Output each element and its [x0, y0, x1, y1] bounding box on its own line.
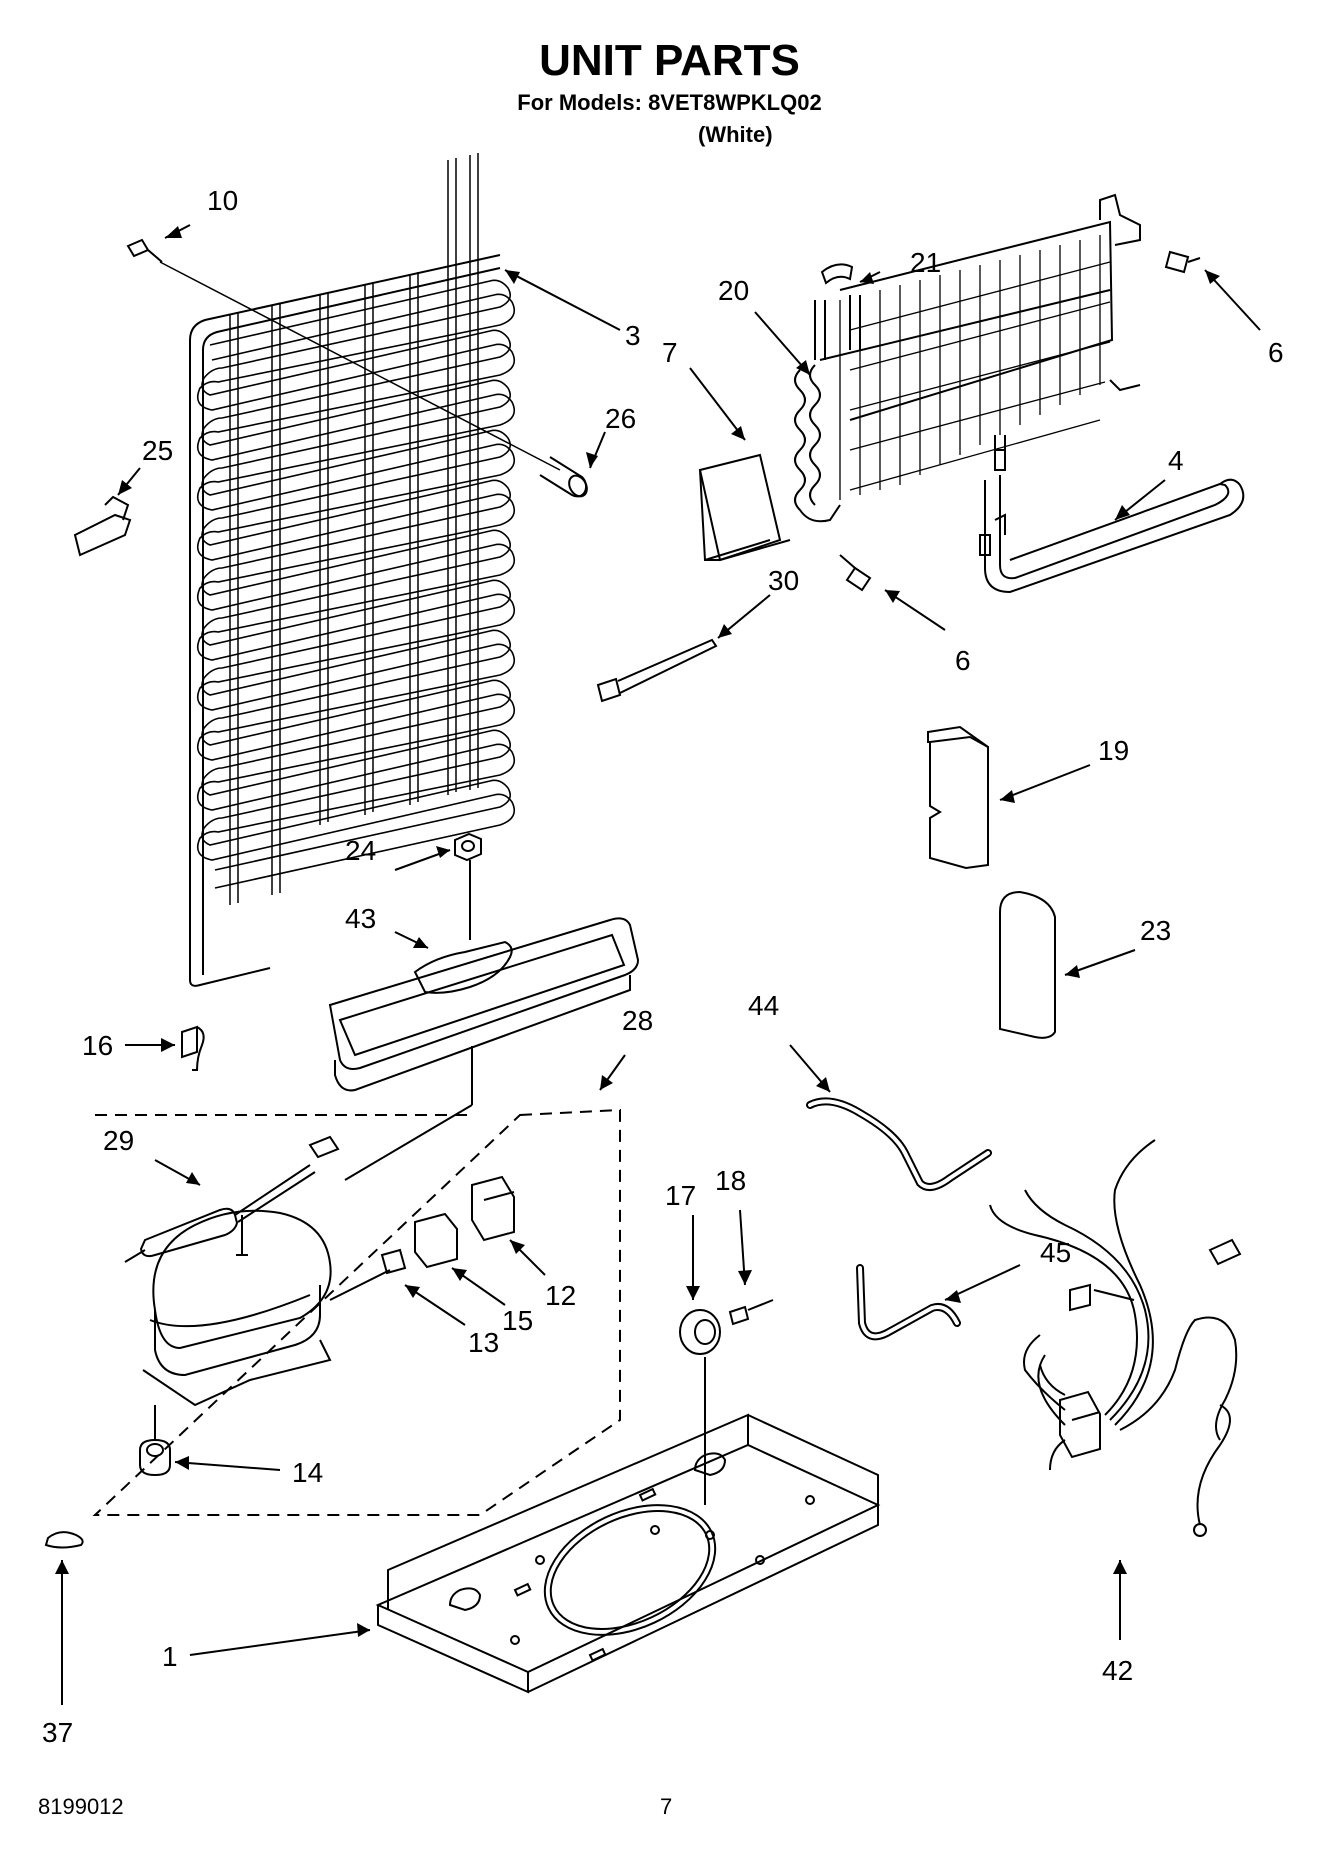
grommet-26	[539, 456, 588, 498]
filter-drier-29	[124, 1135, 340, 1263]
callout-3: 3	[625, 320, 641, 351]
grommet-14	[139, 1405, 171, 1477]
callout-21: 21	[910, 247, 941, 278]
model-variant: (White)	[698, 122, 773, 147]
document-number: 8199012	[38, 1794, 124, 1819]
callout-23: 23	[1140, 915, 1171, 946]
callout-17: 17	[665, 1180, 696, 1211]
callout-19: 19	[1098, 735, 1129, 766]
bracket-25	[73, 495, 132, 557]
callout-14: 14	[292, 1457, 323, 1488]
callout-42: 42	[1102, 1655, 1133, 1686]
callout-6-lower: 6	[955, 645, 971, 676]
page-number: 7	[660, 1794, 673, 1819]
callout-6-upper: 6	[1268, 337, 1284, 368]
callout-28: 28	[622, 1005, 653, 1036]
evaporator	[698, 193, 1141, 562]
foam-block-19	[927, 725, 989, 870]
callout-37: 37	[42, 1717, 73, 1748]
wire-harness-42	[989, 1139, 1242, 1537]
screw-18	[728, 1299, 774, 1326]
callout-44: 44	[748, 990, 779, 1021]
callout-labels: 10 3 25 26 20 21 7 6 4 30 6 19 24 43 23 …	[42, 185, 1284, 1748]
callout-12: 12	[545, 1280, 576, 1311]
callout-13: 13	[468, 1327, 499, 1358]
clip-16	[181, 1025, 205, 1071]
callout-10: 10	[207, 185, 238, 216]
foam-block-23	[999, 890, 1056, 1039]
callout-16: 16	[82, 1030, 113, 1061]
clip-21	[820, 263, 854, 285]
page-title: UNIT PARTS	[539, 36, 800, 85]
defrost-heater-4	[979, 435, 1245, 594]
callout-24: 24	[345, 835, 376, 866]
screw-10	[126, 238, 163, 263]
callout-43: 43	[345, 903, 376, 934]
callout-45: 45	[1040, 1237, 1071, 1268]
tube-45	[856, 1264, 961, 1341]
grommet-17	[679, 1309, 721, 1505]
callout-25: 25	[142, 435, 173, 466]
callout-20: 20	[718, 275, 749, 306]
arrowheads	[55, 226, 1220, 1637]
screw-6-lower	[839, 554, 872, 592]
callout-1: 1	[162, 1641, 178, 1672]
suction-tube-44	[806, 1097, 992, 1191]
plug-37	[44, 1531, 84, 1549]
callout-7: 7	[662, 337, 678, 368]
models-line: For Models: 8VET8WPKLQ02	[517, 90, 822, 115]
screw-6-upper	[1164, 250, 1201, 274]
overload-13	[380, 1248, 407, 1275]
relay-15	[414, 1212, 458, 1269]
base-pan-1	[375, 1413, 881, 1694]
callout-30: 30	[768, 565, 799, 596]
nut-24	[454, 832, 482, 940]
relay-12	[471, 1175, 515, 1242]
cable-tie-30	[596, 638, 718, 703]
callout-29: 29	[103, 1125, 134, 1156]
compressor	[142, 1209, 391, 1407]
leader-lines	[61, 224, 1261, 1705]
callout-18: 18	[715, 1165, 746, 1196]
condenser-coil	[189, 153, 516, 987]
callout-4: 4	[1168, 445, 1184, 476]
drain-pan-43	[328, 917, 640, 1092]
callout-15: 15	[502, 1305, 533, 1336]
callout-26: 26	[605, 403, 636, 434]
